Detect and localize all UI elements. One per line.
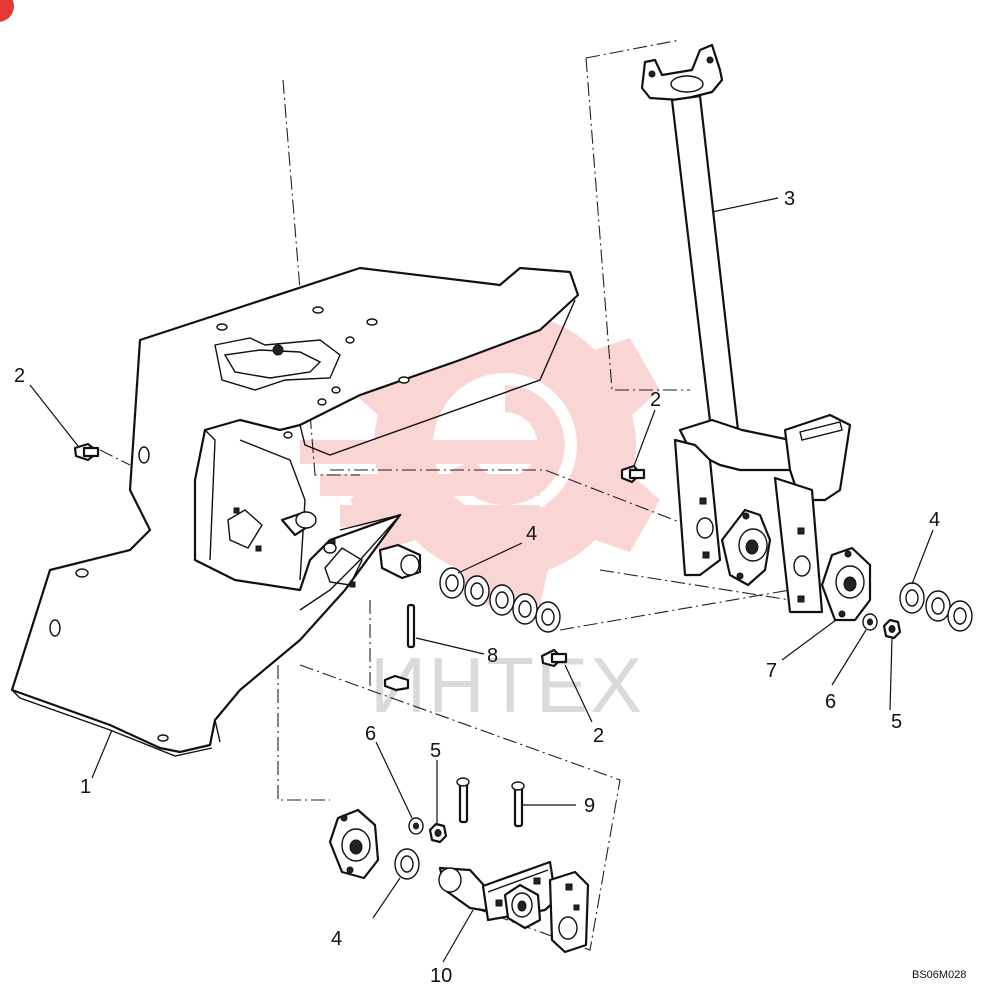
callout-2-lower: 2 [593,725,604,747]
callout-1: 1 [80,776,91,798]
part-4-washers-right [899,582,973,632]
callout-3: 3 [784,188,795,210]
callout-4-right: 4 [929,509,940,531]
part-2-bolt-left [73,442,100,462]
part-lower-flange-bearing [328,808,380,880]
part-2-bolt-under-frame [383,674,410,692]
part-6-washer-lower [408,817,424,835]
callout-9: 9 [584,795,595,817]
centerlines [99,39,791,951]
drawing-code: BS06M028 [912,969,966,981]
part-4-washers-middle [439,567,561,633]
callout-2-left: 2 [14,365,25,387]
part-10-pedal-shaft [438,860,590,954]
pivot-pin [378,543,422,580]
part-7-flange-bearing [820,546,872,622]
leader-lines [29,197,934,963]
part-2-bolt-lever [620,464,646,484]
callout-5-lower: 5 [430,740,441,762]
part-8-roll-pin [406,603,416,649]
part-1-frame [10,266,580,757]
callout-5-right: 5 [891,711,902,733]
callout-10: 10 [430,965,452,987]
callout-8: 8 [487,645,498,667]
part-3-lever [640,43,852,614]
callout-6-right: 6 [825,691,836,713]
part-5-nut-right [882,618,902,640]
callout-7: 7 [766,660,777,682]
watermark-text: ИНТЕХ [370,641,644,729]
corner-badge-icon [0,0,14,22]
callout-4-middle: 4 [526,523,537,545]
part-6-washer-right [862,613,878,631]
part-5-nut-lower [428,822,448,844]
part-9-bolts [456,777,525,828]
callout-labels: 1 2 2 2 3 4 4 4 5 5 6 6 7 8 9 10 BS06M02… [14,188,966,987]
part-2-bolt-lower [540,648,568,668]
callout-2-lever: 2 [650,389,661,411]
callout-6-lower: 6 [365,723,376,745]
callout-4-lower: 4 [331,928,342,950]
part-4-washer-lower [394,848,420,880]
